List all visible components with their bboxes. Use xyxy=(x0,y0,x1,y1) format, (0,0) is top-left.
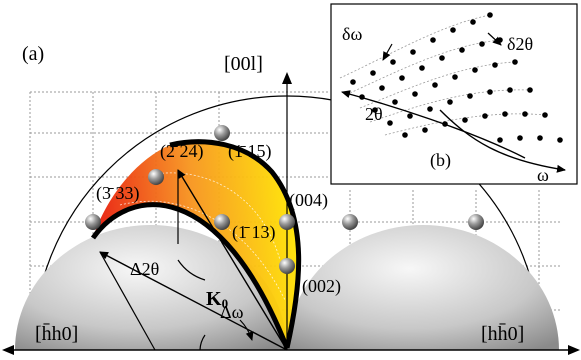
inset-two-theta-arc xyxy=(341,90,526,159)
reflection-333-label: (3̄ 33) xyxy=(96,183,140,204)
axis-right-label: [hh̄0] xyxy=(481,323,524,345)
inset-delta-omega-label: δω xyxy=(342,24,362,44)
lattice-point-right-2 xyxy=(468,214,484,230)
delta-omega-label: Δω xyxy=(220,302,244,322)
inset-omega-arc xyxy=(439,109,566,173)
baseline-to-origin xyxy=(99,251,156,351)
lattice-point-002 xyxy=(279,258,295,274)
delta-omega-arc xyxy=(239,319,254,341)
omega-angle-arc xyxy=(199,334,206,351)
two-theta-angle-arc xyxy=(177,259,206,281)
panel-b-label: (b) xyxy=(430,150,451,171)
inset-panel-b: δω δ2θ 2θ (b) ω xyxy=(330,3,578,185)
reflection-002-label: (002) xyxy=(302,276,341,297)
reflection-004-label: (004) xyxy=(289,190,328,211)
left-inaccessible-hemisphere xyxy=(15,225,287,350)
lattice-point-right-1 xyxy=(342,214,358,230)
right-inaccessible-hemisphere xyxy=(287,225,559,350)
inset-frame xyxy=(330,3,578,185)
outer-boundary-arc xyxy=(169,139,302,349)
vertical-axis-arrow-icon xyxy=(282,72,292,84)
reflection-115-label: (1̄ 15) xyxy=(228,141,272,162)
reciprocal-lattice-points xyxy=(85,125,484,274)
lattice-point-333 xyxy=(85,214,101,230)
axis-vertical-label: [00l] xyxy=(224,53,263,75)
inset-delta-two-theta-label: δ2θ xyxy=(507,34,533,54)
reflection-224-label: (2̄ 24) xyxy=(160,141,204,162)
inset-delta-two-theta-arrow xyxy=(487,32,502,46)
inset-delta-omega-arrow xyxy=(382,43,393,61)
k0-vector xyxy=(177,169,288,351)
inset-omega-label: ω xyxy=(537,165,549,185)
inner-boundary-arc xyxy=(90,202,290,349)
lattice-point-004 xyxy=(279,214,295,230)
lattice-point-113 xyxy=(214,214,230,230)
k0-label: K0 xyxy=(206,288,228,311)
axis-left-label: [h̄h0] xyxy=(35,323,78,345)
axis-left-arrow-icon xyxy=(2,345,14,355)
inset-two-theta-label: 2θ xyxy=(365,104,383,124)
accessible-region xyxy=(93,141,299,348)
scan-arcs xyxy=(119,172,286,301)
incident-vector-left xyxy=(99,251,288,351)
lattice-point-224 xyxy=(148,169,164,185)
delta-two-theta-label: Δ2θ xyxy=(130,259,159,279)
lattice-point-115 xyxy=(214,125,230,141)
axis-right-arrow-icon xyxy=(568,345,580,355)
reflection-113-label: (1̄ 13) xyxy=(232,222,276,243)
panel-a-label: (a) xyxy=(22,43,44,65)
